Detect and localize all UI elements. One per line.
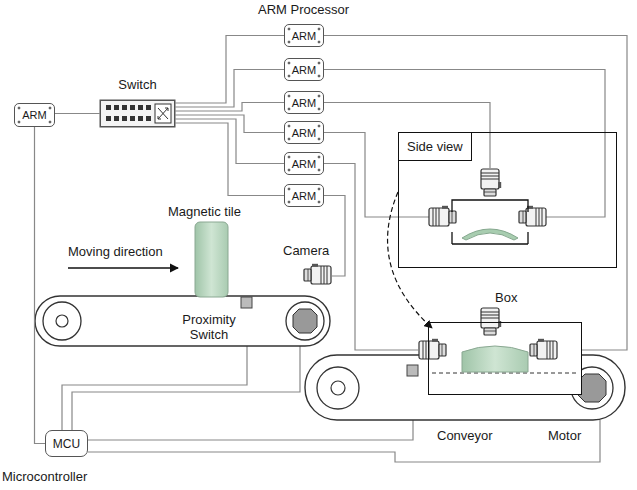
text-label: Microcontroller <box>2 469 87 484</box>
camera-icon <box>304 264 331 284</box>
text-label: Camera <box>283 243 329 258</box>
wire <box>324 196 345 277</box>
network-wire <box>175 70 284 108</box>
switch-symbol <box>155 104 171 123</box>
network-wire <box>35 127 46 444</box>
switch-ports <box>106 105 151 121</box>
box-floor <box>432 373 578 374</box>
wire <box>324 164 418 351</box>
arm-box: ARM <box>284 58 324 81</box>
pulley <box>317 367 359 409</box>
base-line <box>452 243 528 245</box>
side-view-panel: Side view <box>398 132 617 268</box>
node-text: ARM <box>292 64 316 76</box>
node-text: ARM <box>292 190 316 202</box>
motor-pulley <box>286 302 324 340</box>
pulley-hub <box>331 381 345 395</box>
switch-box: Switch <box>100 100 175 127</box>
network-wire <box>175 103 284 112</box>
camera-icon <box>519 206 546 226</box>
camera-icon <box>419 339 446 359</box>
belt <box>35 296 330 346</box>
network-wire <box>55 113 100 114</box>
wire <box>88 420 600 462</box>
network-wire <box>175 115 284 133</box>
network-wire <box>175 119 284 164</box>
text-label: ARM Processor <box>258 2 349 17</box>
frame <box>527 232 528 244</box>
node-text: ARM <box>292 97 316 109</box>
view-arrow <box>388 192 432 328</box>
node-text: ARM <box>22 109 46 121</box>
frame <box>451 232 452 244</box>
magnetic-tile <box>462 346 528 372</box>
switch-arrows <box>158 108 168 119</box>
camera-icon <box>481 169 501 196</box>
magnetic-tile <box>195 222 228 297</box>
switch-icon <box>100 100 175 127</box>
arm-box: ARM <box>284 121 324 144</box>
node-text: Box <box>495 290 517 305</box>
direction-arrow <box>68 267 178 268</box>
text-label: Conveyor <box>437 428 493 443</box>
wire <box>324 103 490 169</box>
frame <box>452 200 528 212</box>
conveyor-1 <box>35 222 330 346</box>
switch-body <box>100 100 175 127</box>
node-text: ARM <box>292 158 316 170</box>
camera-icon <box>530 339 557 359</box>
proximity-switch <box>241 297 252 308</box>
pulley <box>43 302 81 340</box>
wire <box>324 70 605 218</box>
arm-box: ARM <box>284 152 324 175</box>
proximity-switch <box>407 365 418 376</box>
inspection-box: Box <box>428 322 582 395</box>
text-label: Moving direction <box>68 244 163 259</box>
side-view-drawing <box>429 169 546 244</box>
node-text: Side view <box>399 133 472 161</box>
motor <box>293 309 317 333</box>
node-text: ARM <box>292 127 316 139</box>
arm-box: ARM <box>284 91 324 114</box>
network-wire <box>175 123 284 196</box>
node-text: ARM <box>292 30 316 42</box>
wire <box>324 36 627 351</box>
node-text: MCU <box>53 437 80 451</box>
node-text: Switch <box>118 77 156 92</box>
arm-box: ARM <box>284 24 324 47</box>
text-label: Magnetic tile <box>168 204 241 219</box>
motor <box>578 374 606 402</box>
tile-profile <box>462 229 518 240</box>
text-label: Motor <box>548 428 581 443</box>
wire <box>72 346 300 430</box>
conveyor-2 <box>305 308 625 420</box>
mcu-box: MCU <box>45 430 88 457</box>
arm-box: ARM <box>14 103 55 127</box>
pulley-hub <box>56 315 68 327</box>
text-label: Proximity Switch <box>176 312 242 342</box>
camera-wires <box>324 36 627 351</box>
arm-box: ARM <box>284 184 324 207</box>
box-ground <box>429 323 581 394</box>
